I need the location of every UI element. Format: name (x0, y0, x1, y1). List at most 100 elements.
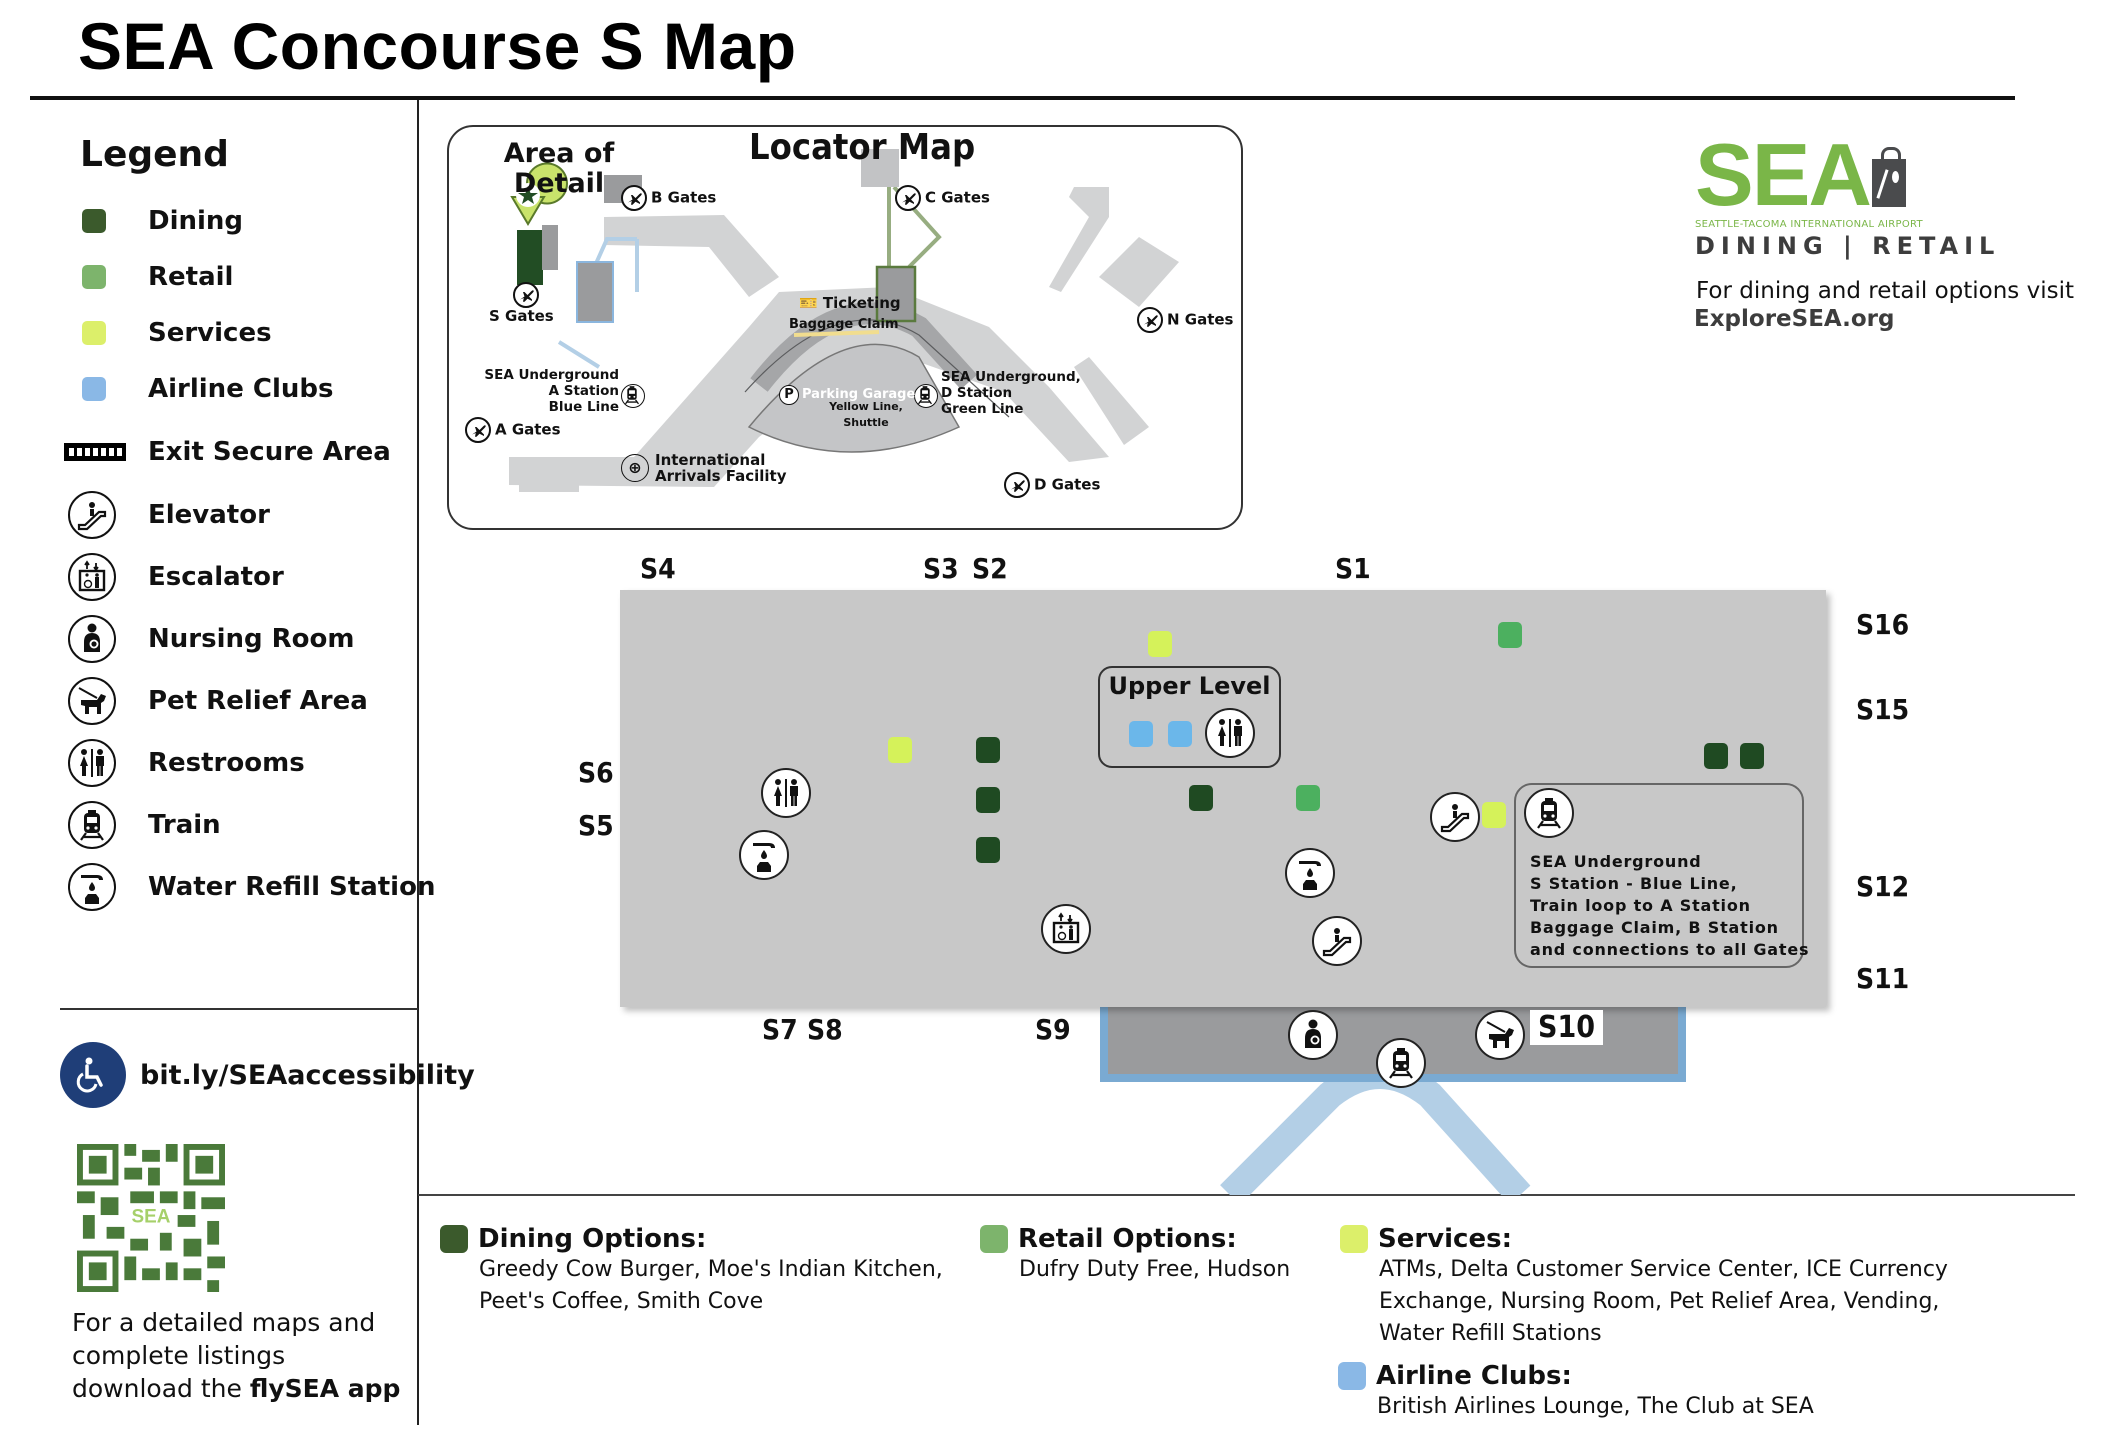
retail-location[interactable] (1498, 622, 1522, 648)
yellow-line-track (793, 330, 880, 337)
dining-options-line: Greedy Cow Burger, Moe's Indian Kitchen, (479, 1257, 943, 1282)
gate-s12[interactable]: S12 (1856, 870, 1910, 903)
qr-note: For a detailed maps and complete listing… (72, 1306, 412, 1405)
water-refill-icon[interactable] (739, 830, 789, 880)
a-gates-end (519, 467, 579, 492)
a-gates-label: A Gates (465, 417, 561, 443)
gate-s1[interactable]: S1 (1335, 552, 1371, 585)
logo-tagline: DINING | RETAIL (1695, 232, 2001, 260)
airline-club-location[interactable] (1129, 721, 1153, 747)
legend-item-restrooms: Restrooms (60, 738, 305, 788)
retail-options-line: Dufry Duty Free, Hudson (1019, 1257, 1291, 1282)
legend-label: Escalator (148, 562, 284, 592)
header-rule (30, 96, 2015, 100)
legend-item-water-refill: Water Refill Station (60, 862, 435, 912)
gate-s10[interactable]: S10 (1530, 1010, 1603, 1045)
legend-item-pet-relief: Pet Relief Area (60, 676, 368, 726)
airline-clubs-line: British Airlines Lounge, The Club at SEA (1377, 1394, 1814, 1419)
c-gates-label: C Gates (895, 185, 990, 211)
gate-s9[interactable]: S9 (1035, 1013, 1071, 1046)
upper-level-title: Upper Level (1108, 672, 1271, 700)
legend-label: Services (148, 318, 272, 348)
locator-map-drawing (509, 149, 1179, 492)
services-location[interactable] (888, 737, 912, 763)
logo-wordmark: SEA (1695, 125, 1872, 224)
legend-item-train: Train (60, 800, 221, 850)
d-gates-label: D Gates (1004, 472, 1100, 498)
airplane-icon (513, 282, 540, 308)
escalator-glyph-icon (68, 491, 116, 539)
legend-label: Dining (148, 206, 244, 236)
dining-location[interactable] (976, 737, 1000, 763)
water-refill-icon (68, 863, 116, 911)
water-refill-icon[interactable] (1285, 848, 1335, 898)
legend-item-elevator: Elevator (60, 490, 270, 540)
gate-s2[interactable]: S2 (972, 552, 1008, 585)
elevator-glyph-icon (68, 553, 116, 601)
sea-underground-info-box: SEA Underground S Station - Blue Line, T… (1514, 783, 1809, 968)
n-gates-pier (1099, 237, 1179, 307)
dining-location[interactable] (976, 837, 1000, 863)
train-icon[interactable] (1524, 788, 1574, 838)
gate-s6[interactable]: S6 (578, 756, 614, 789)
elevator-glyph-icon[interactable] (1041, 904, 1091, 954)
airplane-icon (895, 185, 921, 211)
accessibility-url[interactable]: bit.ly/SEAaccessibility (140, 1059, 475, 1091)
services-line: Water Refill Stations (1379, 1321, 1602, 1346)
shopping-bag-icon (1871, 147, 1906, 207)
gate-s15[interactable]: S15 (1856, 693, 1910, 726)
gate-s5[interactable]: S5 (578, 809, 614, 842)
dining-swatch-icon (82, 209, 106, 233)
restroom-icon[interactable] (1205, 708, 1255, 758)
retail-location[interactable] (1296, 785, 1320, 811)
gate-s3[interactable]: S3 (923, 552, 959, 585)
yellow-line-label: Yellow Line,Shuttle (829, 400, 903, 429)
area-of-detail-label: Area of Detail (503, 138, 615, 199)
airplane-icon (465, 417, 491, 443)
legend-label: Pet Relief Area (148, 686, 368, 716)
qr-code-icon[interactable]: SEA (76, 1144, 226, 1292)
dining-location[interactable] (976, 787, 1000, 813)
services-heading: Services: (1378, 1224, 1512, 1254)
dining-location[interactable] (1704, 743, 1728, 769)
services-line: Exchange, Nursing Room, Pet Relief Area,… (1379, 1289, 1940, 1314)
gate-s11[interactable]: S11 (1856, 962, 1910, 995)
services-location[interactable] (1482, 802, 1506, 828)
legend-divider (417, 100, 419, 1425)
dining-location[interactable] (1189, 785, 1213, 811)
services-swatch-icon (1340, 1225, 1368, 1253)
gate-s4[interactable]: S4 (640, 552, 676, 585)
dining-location[interactable] (1740, 743, 1764, 769)
escalator-glyph-icon[interactable] (1430, 792, 1480, 842)
services-options: Services: ATMs, Delta Customer Service C… (1340, 1224, 1948, 1350)
gate-s8[interactable]: S8 (807, 1013, 843, 1046)
escalator-glyph-icon[interactable] (1312, 916, 1362, 966)
nursing-room-icon (68, 615, 116, 663)
gate-s7[interactable]: S7 (762, 1013, 798, 1046)
gate-s16[interactable]: S16 (1856, 608, 1910, 641)
b-gates-label: B Gates (621, 185, 716, 211)
pet-relief-icon[interactable] (1475, 1010, 1525, 1060)
n-gates-label: N Gates (1137, 307, 1233, 333)
airline-club-location[interactable] (1168, 721, 1192, 747)
exit-secure-area-icon (64, 443, 126, 461)
train-icon[interactable] (1376, 1038, 1426, 1088)
upper-level-box: Upper Level (1098, 666, 1281, 768)
services-location[interactable] (1148, 631, 1172, 657)
airplane-icon (621, 185, 647, 211)
legend-label: Elevator (148, 500, 270, 530)
explore-sea-link[interactable]: ExploreSEA.org (1694, 306, 1895, 332)
restroom-icon[interactable] (761, 768, 811, 818)
parking-icon: P (779, 385, 799, 405)
restroom-icon (68, 739, 116, 787)
retail-options: Retail Options: Dufry Duty Free, Hudson (980, 1224, 1290, 1286)
page-title: SEA Concourse S Map (78, 9, 797, 83)
accessibility-link[interactable]: bit.ly/SEAaccessibility (60, 1042, 475, 1108)
airline-clubs-swatch-icon (1338, 1362, 1366, 1390)
legend-item-nursing-room: Nursing Room (60, 614, 355, 664)
nursing-room-icon[interactable] (1288, 1010, 1338, 1060)
dining-swatch-icon (440, 1225, 468, 1253)
